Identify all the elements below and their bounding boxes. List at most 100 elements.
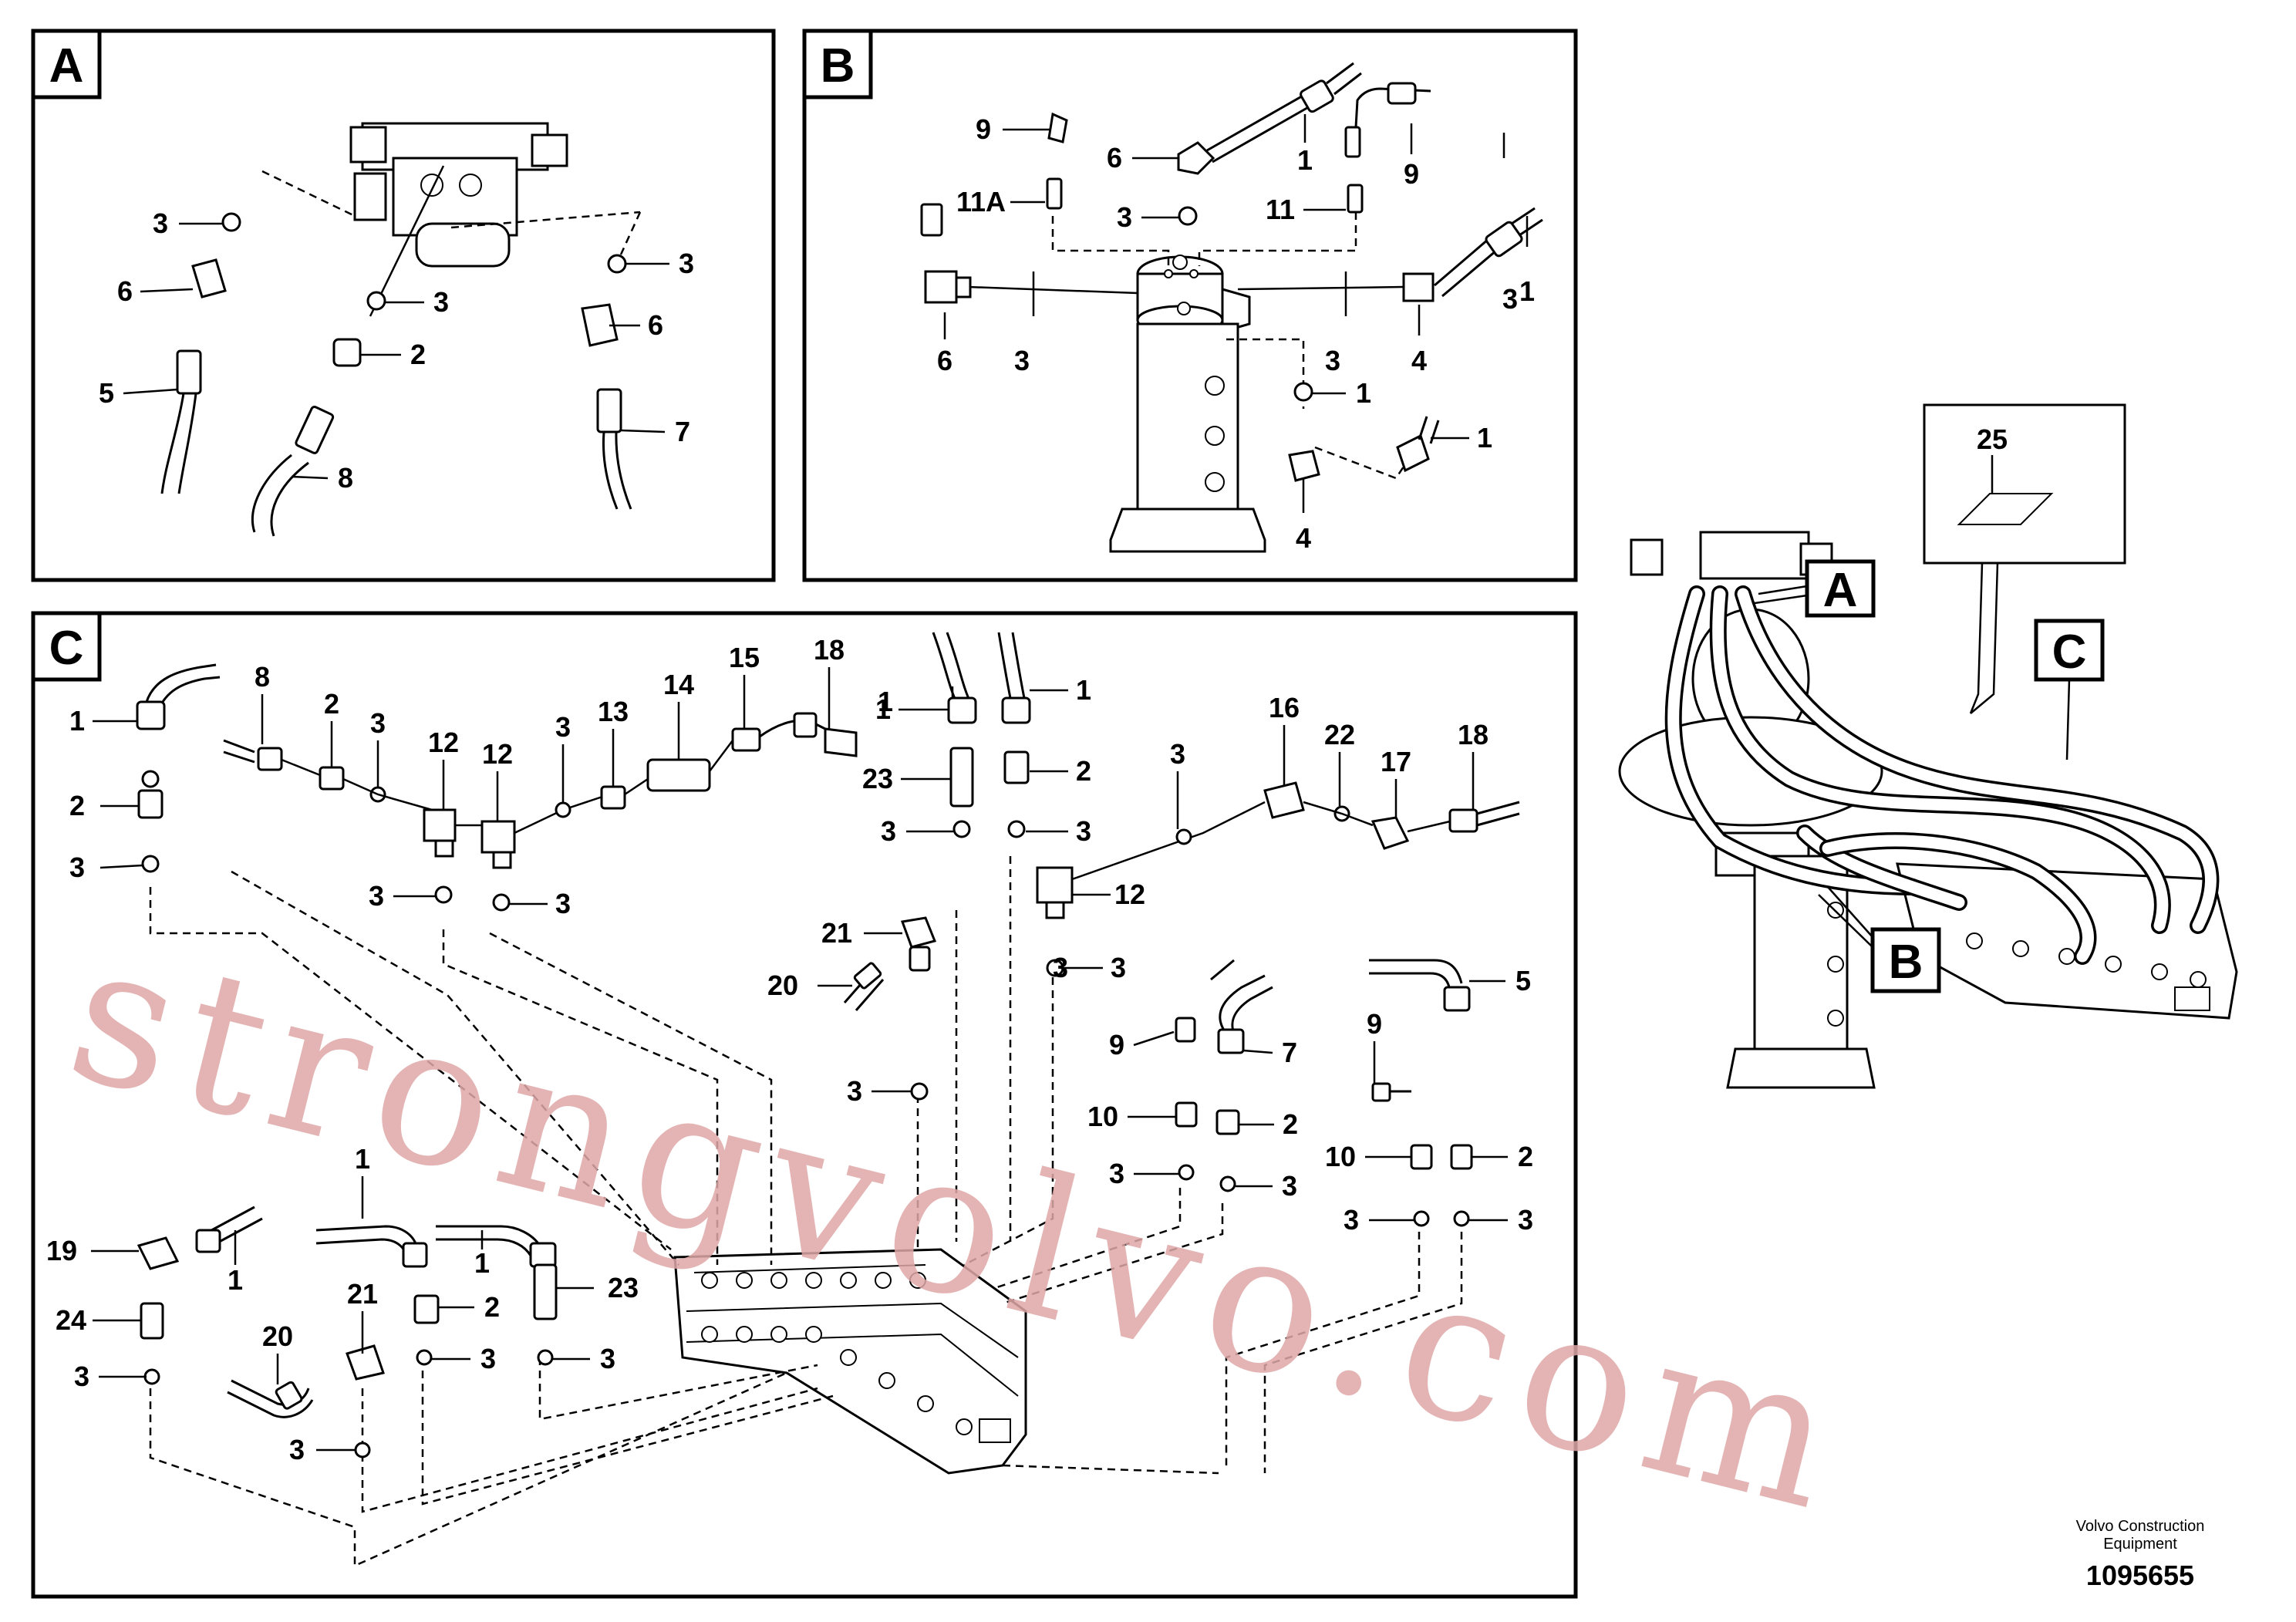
panel-c-callout-42: 17 [1381,746,1411,777]
panel-c-callout-29: 10 [1087,1101,1118,1132]
panel-c-callout-3: 2 [324,688,339,720]
panel-c-callout-32: 3 [1282,1170,1297,1202]
panel-c-callout-21: 3 [555,888,571,919]
panel-c-callout-18: 2 [69,790,85,821]
panel-c-callout-27: 9 [1109,1029,1124,1061]
panel-c-callout-41: 3 [1170,738,1185,770]
panel-c-callout-45: 19 [46,1235,77,1266]
drawing-number: 1095655 [2086,1560,2194,1591]
panel-a-callout-1: 3 [153,207,168,239]
panel-c-callout-52: 1 [355,1143,370,1175]
panel-c-callout-44: 1 [878,686,893,717]
panel-c-callout-11: 18 [814,634,845,666]
panel-c-callout-20: 3 [369,880,384,912]
panel-b-callout-13: 1 [1356,377,1371,409]
panel-b-callout-4: 9 [1404,158,1419,190]
panel-c-callout-39: 16 [1269,692,1300,723]
panel-c: C [31,611,1578,1599]
panel-c-callout-14: 2 [1076,755,1091,787]
panel-b-callout-16: 4 [1296,522,1311,554]
panel-c-callout-26: 3 [847,1075,862,1107]
panel-b-callout-1: 9 [976,113,991,145]
panel-c-callout-16: 3 [881,815,896,847]
panel-c-callout-8: 13 [598,696,629,727]
overview-tag-c-box [2034,619,2105,682]
panel-c-callout-22: 3 [1111,952,1126,983]
panel-c-callout-49: 20 [262,1320,293,1352]
panel-c-callout-33: 5 [1515,965,1531,996]
panel-a-callout-3: 5 [99,377,114,409]
panel-c-callout-25: 20 [767,969,798,1001]
panel-b-callout-8: 11 [1266,194,1295,225]
panel-b-tag-box [802,29,873,99]
panel-a-callout-5: 2 [410,339,426,370]
panel-a: A [31,29,776,582]
overview-tag-a-box [1805,559,1876,618]
panel-c-callout-48: 3 [74,1361,89,1392]
panel-c-callout-51: 3 [289,1434,305,1465]
panel-c-callout-28: 7 [1282,1037,1297,1068]
panel-c-callout-6: 12 [482,738,513,770]
panel-c-callout-36: 2 [1518,1141,1533,1172]
panel-c-callout-10: 15 [729,642,760,673]
panel-c-tag-box [31,611,102,682]
panel-b-callout-5: 1 [1519,275,1535,307]
control-valve-drawing [673,1248,1027,1475]
panel-c-callout-2: 8 [255,661,270,693]
swing-motor-drawing [349,122,568,268]
panel-b-callout-7: 3 [1117,201,1132,233]
panel-a-tag-box [31,29,102,99]
panel-c-callout-56: 23 [608,1272,639,1303]
panel-b-callout-14: 3 [1502,283,1518,315]
panel-c-callout-55: 1 [474,1247,490,1279]
panel-c-callout-30: 2 [1283,1108,1298,1140]
panel-c-callout-7: 3 [555,711,571,743]
panel-c-frame [31,611,1578,1599]
panel-a-tag: A [49,39,84,93]
overview-tag-b: B [1889,936,1923,989]
panel-b-callout-2: 6 [1107,142,1122,174]
panel-c-callout-53: 2 [484,1291,500,1323]
panel-c-callout-15: 23 [862,763,893,794]
panel-c-tag: C [49,622,84,675]
machine-overview: 25 A C B [1618,403,2238,1089]
panel-c-callout-40: 22 [1324,719,1355,750]
panel-c-callout-19: 3 [69,851,85,883]
panel-c-callout-43: 18 [1458,719,1489,750]
panel-c-callout-46: 1 [228,1264,243,1296]
panel-b-callout-3: 1 [1297,144,1313,176]
panel-b-tag: B [821,39,855,93]
panel-b: B [802,29,1578,582]
panel-b-callout-11: 3 [1325,345,1340,376]
panel-a-callout-8: 6 [648,309,663,341]
panel-b-callout-15: 1 [1477,422,1492,454]
panel-c-callout-57: 3 [600,1343,615,1374]
footer-brand-line-1: Volvo Construction [2076,1518,2205,1535]
overview-tag-c: C [2052,626,2087,679]
panel-c-callout-54: 3 [480,1343,496,1374]
panel-c-callout-38: 3 [1518,1204,1533,1236]
panel-c-callout-34: 9 [1367,1008,1382,1040]
panel-c-callout-47: 24 [56,1304,86,1336]
footer-brand-line-2: Equipment [2103,1536,2177,1553]
panel-a-callout-7: 3 [679,248,694,279]
panel-c-callout-58: 3 [1053,952,1068,983]
panel-a-callout-9: 7 [675,416,690,447]
sticker-callout-box [1923,403,2126,565]
footer: Volvo Construction Equipment 1095655 [2076,1518,2205,1591]
panel-c-callout-4: 3 [370,707,386,739]
panel-a-callout-6: 8 [338,462,353,494]
overview-tag-a: A [1823,564,1858,617]
panel-b-callout-6: 11A [956,186,1006,218]
panel-b-frame [802,29,1578,582]
swivel-joint-drawing [1109,255,1266,553]
panel-b-callout-10: 3 [1014,345,1030,376]
panel-c-callout-23: 12 [1114,878,1145,910]
panel-c-callout-1: 1 [69,705,85,737]
panel-c-callout-50: 21 [347,1278,378,1310]
panel-c-callout-37: 3 [1344,1204,1359,1236]
panel-a-frame [31,29,776,582]
panel-c-callout-24: 21 [821,917,852,949]
panel-a-callout-4: 3 [433,286,449,318]
